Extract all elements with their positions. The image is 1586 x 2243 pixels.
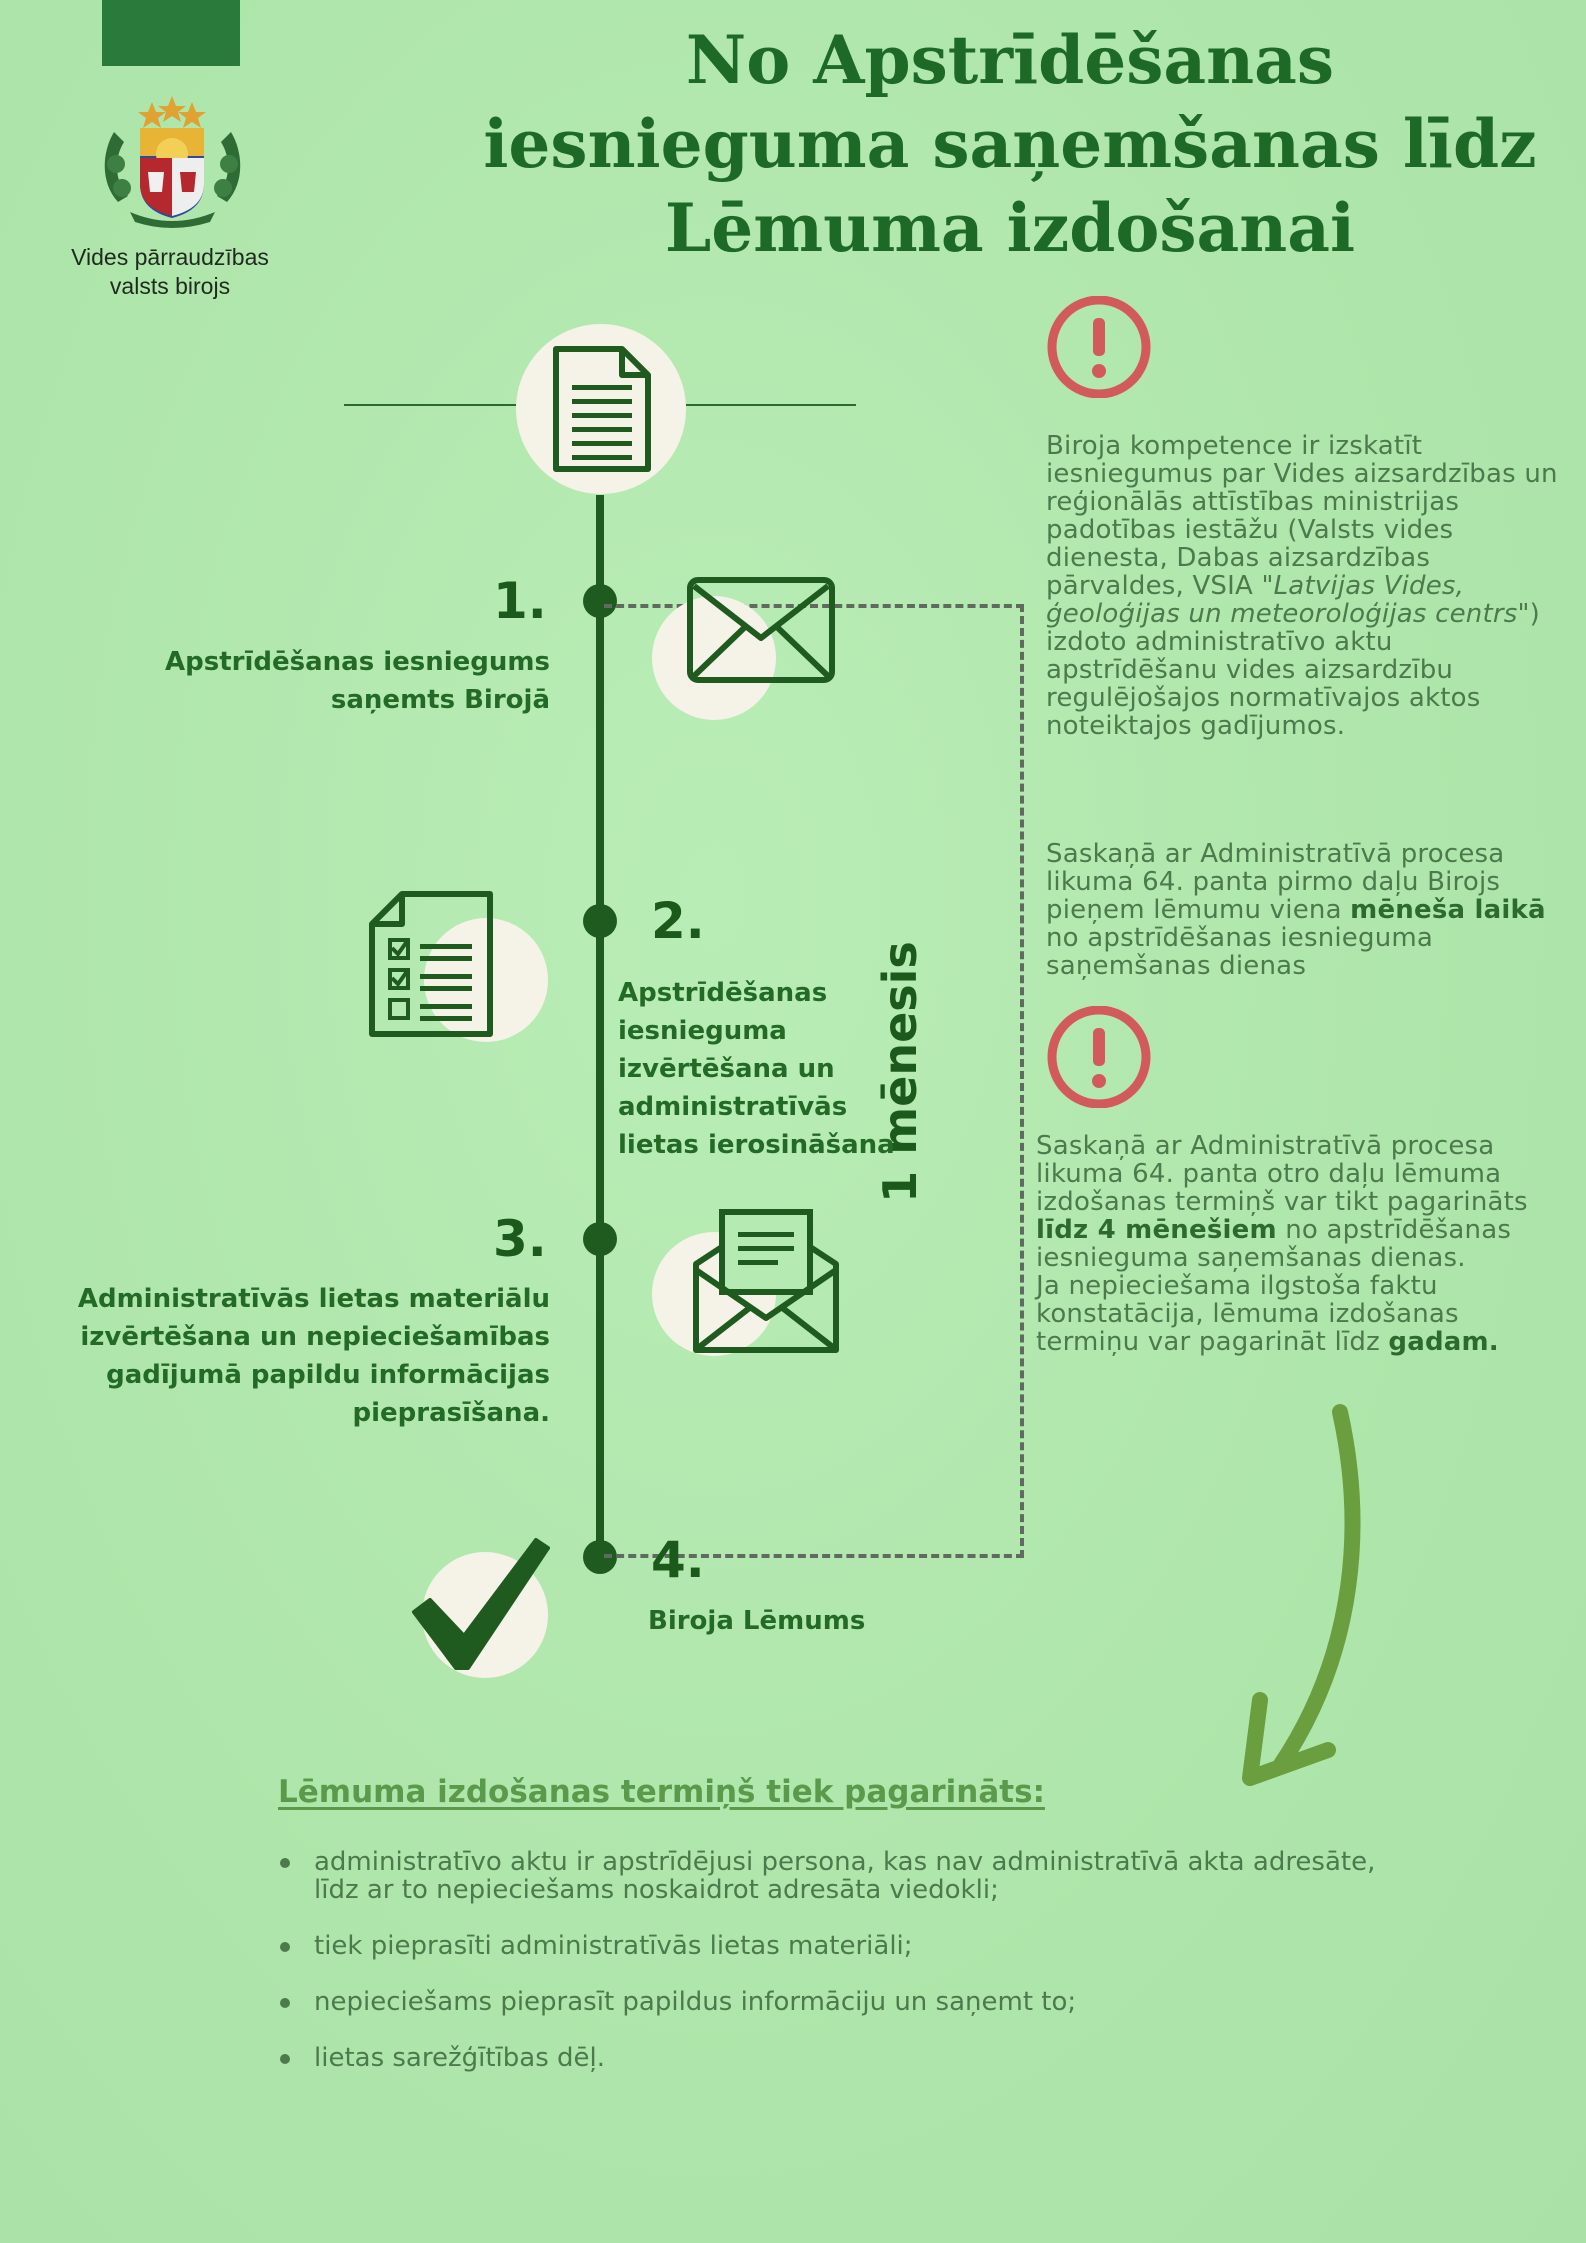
coat-of-arms-icon (100, 92, 245, 232)
document-node (516, 324, 686, 494)
extension-heading: Lēmuma izdošanas termiņš tiek pagarināts… (278, 1774, 1045, 1810)
icon-backdrop (424, 918, 548, 1042)
organization-name: Vides pārraudzības valsts birojs (71, 244, 269, 299)
list-item: lietas sarežģītības dēļ. (278, 2044, 1378, 2072)
step-2-number: 2. (651, 892, 705, 950)
document-icon (550, 345, 654, 473)
step-1-number: 1. (493, 572, 547, 630)
timeline-dot-2 (583, 904, 617, 938)
warning-icon (1044, 1005, 1154, 1109)
divider-line (686, 404, 856, 406)
step-3-label: Administratīvās lietas materiālu izvērtē… (77, 1284, 550, 1428)
timeline-dot-3 (583, 1222, 617, 1256)
timeline-line (596, 495, 604, 1558)
open-letter-icon (692, 1208, 840, 1354)
note-one-month: Saskaņā ar Administratīvā procesa likuma… (1046, 839, 1546, 981)
step-2-label: Apstrīdēšanas iesnieguma izvērtēšana un … (618, 978, 895, 1160)
envelope-icon (686, 576, 836, 684)
top-accent-bar (102, 0, 240, 66)
extension-list: administratīvo aktu ir apstrīdējusi pers… (278, 1848, 1378, 2100)
note-extension: Saskaņā ar Administratīvā procesa likuma… (1036, 1131, 1528, 1357)
dashed-bracket-bottom (604, 1554, 1024, 1558)
list-item: administratīvo aktu ir apstrīdējusi pers… (278, 1848, 1378, 1904)
step-4-label: Biroja Lēmums (648, 1606, 866, 1636)
step-3-number: 3. (493, 1210, 547, 1268)
divider-line (344, 404, 516, 406)
curved-arrow-icon (1240, 1400, 1380, 1790)
note-competence: Biroja kompetence ir izskatīt iesniegumu… (1046, 431, 1558, 741)
dashed-bracket-top (604, 604, 1024, 608)
page-title: No Apstrīdēšanas iesnieguma saņemšanas l… (483, 21, 1537, 267)
checklist-icon (368, 890, 494, 1038)
step-1-label: Apstrīdēšanas iesniegums saņemts Birojā (165, 647, 550, 715)
list-item: tiek pieprasīti administratīvās lietas m… (278, 1932, 1378, 1960)
timeline-dot-1 (583, 584, 617, 618)
list-item: nepieciešams pieprasīt papildus informāc… (278, 1988, 1378, 2016)
warning-icon (1044, 295, 1154, 399)
dashed-bracket-side (1020, 604, 1024, 1558)
step-4-number: 4. (651, 1531, 705, 1589)
checkmark-icon (410, 1536, 550, 1674)
